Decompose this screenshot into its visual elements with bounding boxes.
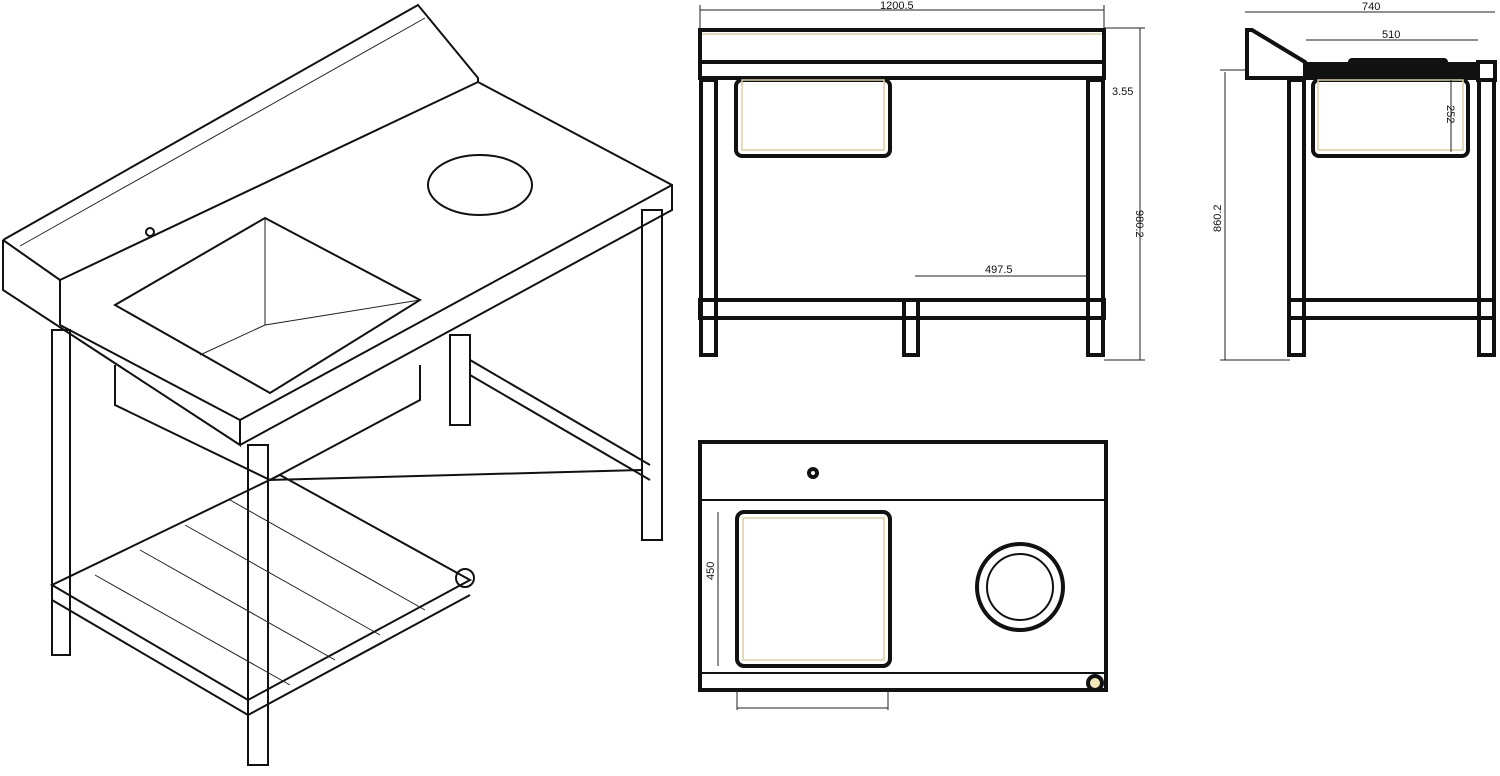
dim-top-thickness: 3.55 bbox=[1112, 86, 1133, 98]
side-view: 740 510 252 860.2 bbox=[1212, 1, 1497, 361]
dim-front-height: 980.2 bbox=[1133, 210, 1145, 238]
dim-sink-depth: 252 bbox=[1444, 105, 1456, 123]
dim-leg-spacing: 497.5 bbox=[985, 264, 1013, 276]
top-view: 450 bbox=[698, 440, 1108, 710]
isometric-view bbox=[2, 3, 673, 766]
front-view: 1200.5 980.2 3.55 497.5 bbox=[698, 0, 1145, 361]
dim-front-width: 1200.5 bbox=[880, 0, 914, 12]
dim-side-height: 860.2 bbox=[1212, 204, 1224, 232]
dim-sink-depth-width: 510 bbox=[1382, 29, 1400, 41]
dim-sink-width: 450 bbox=[705, 562, 717, 580]
dim-side-depth: 740 bbox=[1362, 1, 1380, 13]
